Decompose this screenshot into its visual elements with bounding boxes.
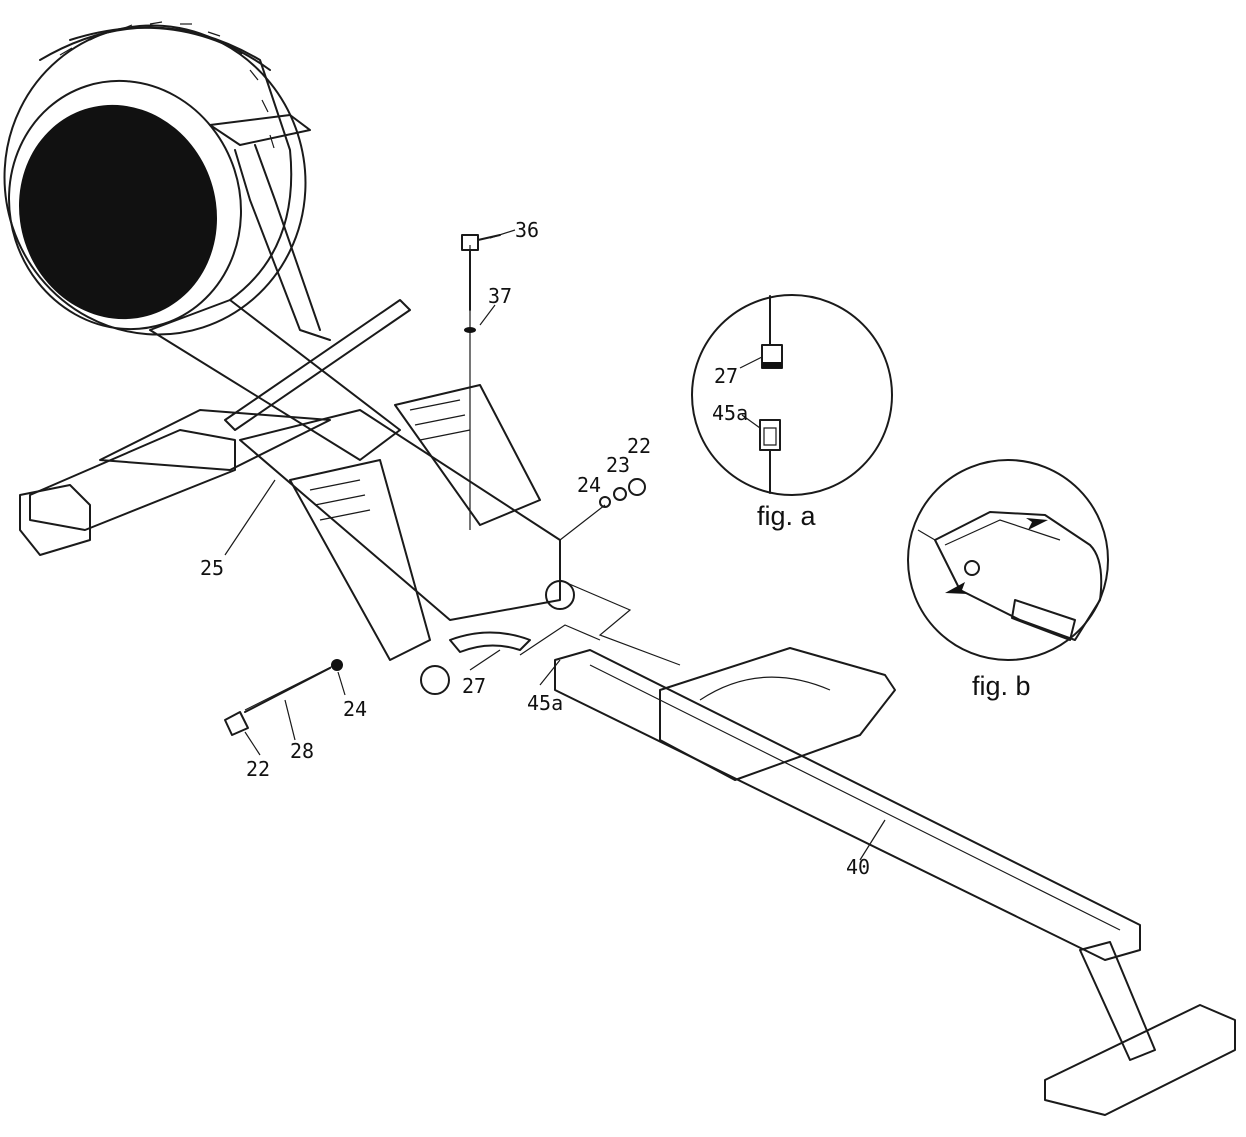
handle-bar — [224, 299, 411, 431]
rail-beam — [554, 649, 1141, 961]
label-24-bottom: 24 — [343, 697, 367, 721]
label-45a: 45a — [527, 691, 563, 715]
rail-assembly — [554, 647, 1236, 1116]
left-footrest — [289, 459, 431, 661]
washer-37 — [464, 327, 476, 333]
fan-housing — [3, 21, 307, 336]
right-footrest — [394, 384, 541, 526]
label-22-bottom: 22 — [246, 757, 270, 781]
knob-36 — [461, 234, 479, 251]
label-25: 25 — [200, 556, 224, 580]
arrow-icon-upper — [1026, 518, 1048, 530]
front-stabilizer — [19, 429, 236, 556]
label-27: 27 — [462, 674, 486, 698]
main-frame — [239, 384, 575, 695]
leader-lines — [224, 229, 886, 861]
part-labels: 36 37 22 23 24 25 27 45a 24 22 28 40 — [200, 218, 870, 879]
label-40: 40 — [846, 855, 870, 879]
label-37: 37 — [488, 284, 512, 308]
label-23: 23 — [606, 453, 630, 477]
label-28: 28 — [290, 739, 314, 763]
label-24-top: 24 — [577, 473, 601, 497]
label-36: 36 — [515, 218, 539, 242]
front-wheel-right — [545, 580, 575, 610]
washer-24 — [331, 659, 343, 671]
front-end-cap — [19, 484, 91, 556]
fig-a-label-45a: 45a — [712, 401, 748, 425]
front-wheel-left — [420, 665, 450, 695]
rear-leg — [1079, 941, 1156, 1061]
seat — [659, 647, 896, 781]
fig-a-label-27: 27 — [714, 364, 738, 388]
detail-fig-b: fig. b — [907, 459, 1109, 701]
cap-nut-22-lower — [224, 711, 249, 736]
fan-grille — [19, 104, 217, 320]
bolt-28 — [244, 667, 331, 713]
detail-fig-a: 27 45a fig. a — [691, 294, 893, 531]
cap-nut-22 — [628, 478, 646, 496]
rear-stabilizer — [1044, 1004, 1236, 1116]
arrow-icon-lower — [945, 582, 968, 594]
fig-a-caption: fig. a — [757, 501, 817, 531]
handle-bracket — [209, 114, 331, 341]
fig-b-caption: fig. b — [972, 671, 1031, 701]
label-22-top: 22 — [627, 434, 651, 458]
front-frame — [99, 299, 411, 471]
